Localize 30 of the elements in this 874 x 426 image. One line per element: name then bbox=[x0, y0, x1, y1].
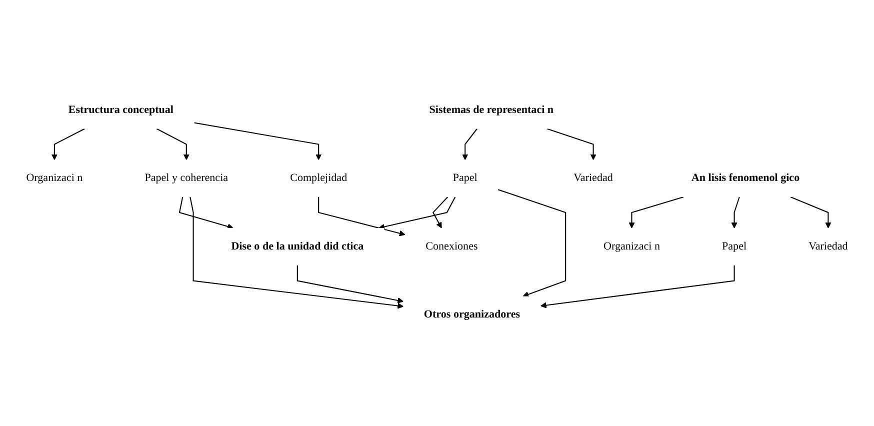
arrow bbox=[546, 128, 596, 161]
arrow bbox=[432, 197, 448, 229]
node-text: Sistemas de representaci n bbox=[429, 104, 554, 116]
node-text: An lisis fenomenol gico bbox=[691, 172, 800, 184]
arrow bbox=[296, 266, 404, 304]
arrow bbox=[731, 197, 740, 229]
arrow bbox=[194, 122, 322, 161]
node-text: Papel bbox=[452, 172, 478, 184]
arrow bbox=[498, 190, 566, 298]
node-text: Organizaci n bbox=[604, 240, 660, 253]
arrow bbox=[790, 197, 832, 229]
arrow bbox=[540, 266, 735, 309]
node-text: Papel y coherencia bbox=[144, 172, 228, 184]
arrow bbox=[462, 128, 478, 161]
arrow bbox=[51, 128, 85, 161]
node-text: Organizaci n bbox=[26, 172, 83, 184]
node-text: Otros organizadores bbox=[424, 309, 520, 321]
node-text: Complejidad bbox=[290, 172, 348, 184]
arrow bbox=[378, 197, 456, 230]
arrow bbox=[156, 128, 190, 161]
node-text: Variedad bbox=[808, 240, 848, 253]
arrow bbox=[190, 197, 404, 310]
arrow bbox=[318, 197, 406, 237]
node-text: Variedad bbox=[574, 172, 613, 184]
arrow bbox=[628, 196, 684, 229]
node-text: Estructura conceptual bbox=[68, 104, 174, 116]
node-text: Dise o de la unidad did ctica bbox=[231, 240, 364, 253]
node-text: Conexiones bbox=[426, 240, 478, 253]
node-text: Papel bbox=[722, 240, 747, 253]
arrow bbox=[178, 197, 234, 230]
